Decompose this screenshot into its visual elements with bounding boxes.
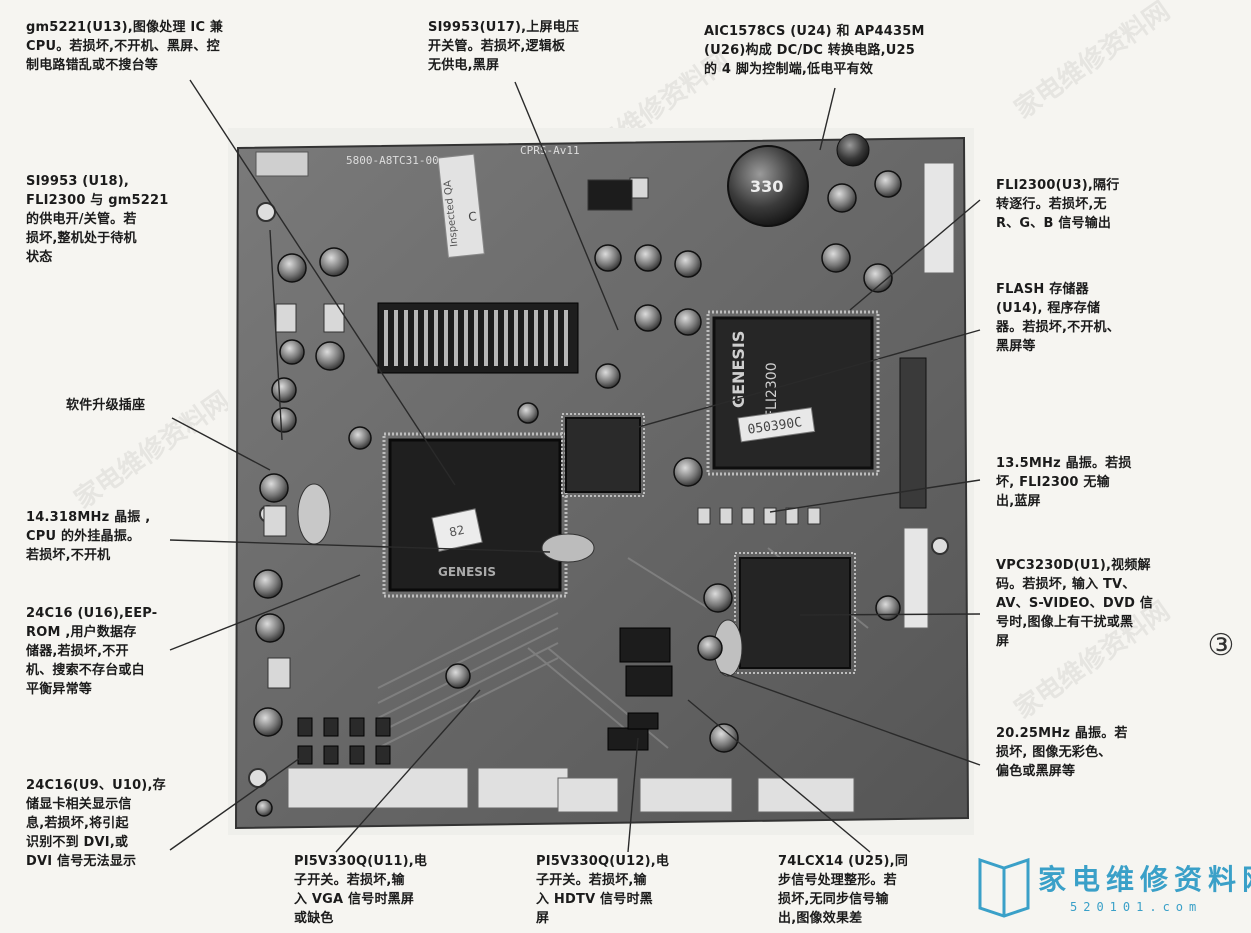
- annotation-upgrade-socket: 软件升级插座: [66, 398, 146, 413]
- chip-u3-name: FLI2300: [764, 362, 780, 418]
- annotation-u24: AIC1578CS (U24) 和 AP4435M(U26)构成 DC/DC 转…: [704, 24, 925, 77]
- annotation-crystal-20-25mhz: 20.25MHz 晶振。若损坏, 图像无彩色、偏色或黑屏等: [996, 726, 1128, 779]
- annotation-u9-u10: 24C16(U9、U10),存储显卡相关显示信息,若损坏,将引起识别不到 DVI…: [26, 778, 166, 869]
- annotation-crystal-14-318mhz: 14.318MHz 晶振 ,CPU 的外挂晶振。若损坏,不开机: [26, 510, 151, 563]
- logo-url: 520101.com: [1070, 900, 1203, 914]
- capacitor-label: 330: [750, 177, 783, 196]
- chip-u13-sticker: 82: [448, 523, 466, 540]
- annotation-crystal-13-5mhz: 13.5MHz 晶振。若损坏, FLI2300 无输出,蓝屏: [996, 456, 1132, 509]
- figure-number: ③: [1207, 628, 1235, 663]
- chip-u13-brand: GENESIS: [438, 565, 496, 579]
- pcb-board-drawing: 5800-A8TC31-00 CPRS-Av11 Inspected QA C …: [228, 128, 974, 835]
- logo-title: 家电维修资料网: [1038, 863, 1251, 896]
- site-logo: 家电维修资料网 520101.com: [970, 852, 1251, 922]
- book-icon: [978, 857, 1030, 918]
- annotation-u12: PI5V330Q(U12),电子开关。若损坏,输入 HDTV 信号时黑屏: [536, 854, 670, 926]
- pcb-label-2: CPRS-Av11: [520, 144, 580, 157]
- pcb-label-1: 5800-A8TC31-00: [346, 154, 439, 167]
- annotation-u14: FLASH 存储器(U14), 程序存储器。若损坏,不开机、黑屏等: [996, 282, 1120, 354]
- annotation-u16: 24C16 (U16),EEP-ROM ,用户数据存储器,若损坏,不开机、搜索不…: [26, 606, 158, 697]
- qa-sticker-mark: C: [468, 209, 478, 224]
- pcb-board-photo: 5800-A8TC31-00 CPRS-Av11 Inspected QA C …: [228, 128, 974, 835]
- annotation-u25: 74LCX14 (U25),同步信号处理整形。若损坏,无同步信号输出,图像效果差: [778, 854, 909, 926]
- chip-u3-brand: GENESIS: [729, 331, 748, 408]
- watermark: 家电维修资料网: [1009, 0, 1176, 126]
- annotation-u1: VPC3230D(U1),视频解码。若损坏, 输入 TV、AV、S-VIDEO、…: [996, 558, 1154, 649]
- annotation-u17: SI9953(U17),上屏电压开关管。若损坏,逻辑板无供电,黑屏: [428, 20, 580, 73]
- annotation-u11: PI5V330Q(U11),电子开关。若损坏,输入 VGA 信号时黑屏或缺色: [294, 854, 428, 926]
